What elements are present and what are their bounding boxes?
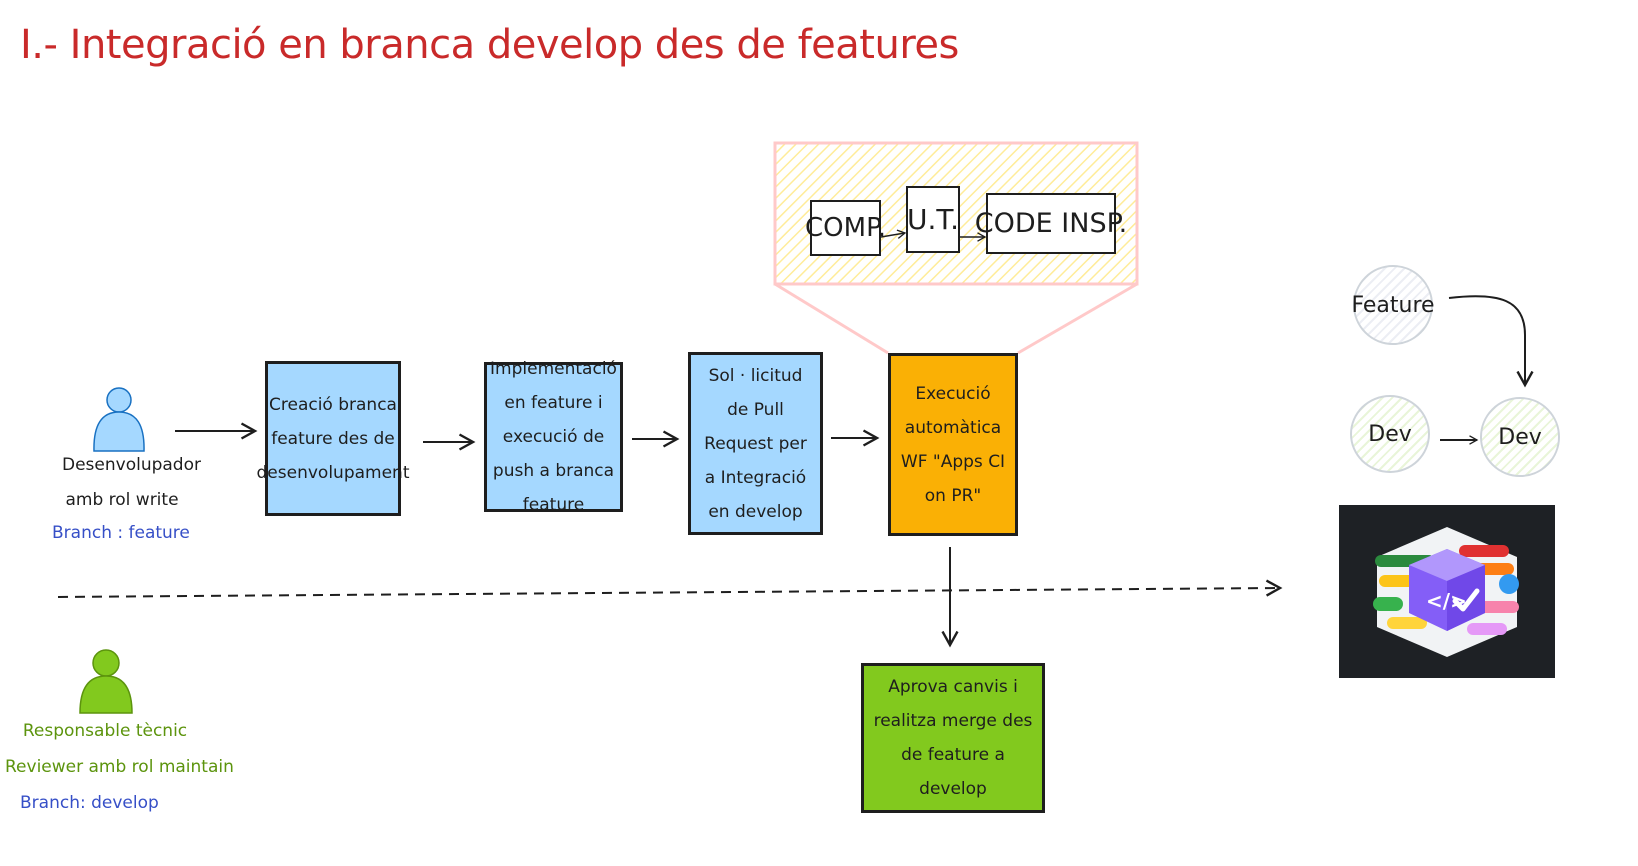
- reviewer-branch: Branch: develop: [20, 793, 159, 813]
- dashed-timeline-arrow: [57, 579, 1283, 598]
- pipeline-step-code-inspection: CODE INSP.: [975, 193, 1127, 254]
- legend-feature-node: Feature: [1351, 265, 1435, 345]
- developer-name-line1: Desenvolupador: [62, 455, 201, 475]
- page-title: I.- Integració en branca develop des de …: [20, 22, 959, 68]
- devops-cube-logo-icon: </>: [1373, 527, 1519, 657]
- step-ci-workflow: Execució automàtica WF "Apps CI on PR": [888, 353, 1018, 536]
- legend-dev-node-target: Dev: [1480, 397, 1560, 477]
- reviewer-person-icon: [79, 649, 133, 714]
- developer-person-icon: [93, 387, 145, 452]
- step-pull-request: Sol · licitud de Pull Request per a Inte…: [688, 352, 823, 535]
- step-approve-and-merge: Aprova canvis i realitza merge des de fe…: [861, 663, 1045, 813]
- pipeline-step-compile: COMP.: [805, 200, 886, 256]
- reviewer-role-line1: Responsable tècnic: [22, 721, 188, 741]
- step-approve-and-merge-text: Aprova canvis i realitza merge des de fe…: [873, 677, 1033, 799]
- devops-cube-logo: </>: [1339, 505, 1555, 678]
- legend-arrow-feature-to-dev: [1448, 295, 1534, 388]
- pipeline-arrow-1: [880, 229, 907, 239]
- legend-dev-node-source: Dev: [1350, 395, 1430, 473]
- reviewer-role-line2: Reviewer amb rol maintain: [5, 757, 234, 777]
- step-pull-request-text: Sol · licitud de Pull Request per a Inte…: [704, 365, 807, 522]
- step-ci-workflow-text: Execució automàtica WF "Apps CI on PR": [900, 383, 1006, 506]
- step-create-feature-branch-text: Creació branca feature des de desenvolup…: [256, 394, 410, 483]
- step-implement-and-push-text: Implementació en feature i execució de p…: [490, 359, 617, 515]
- step-implement-and-push: Implementació en feature i execució de p…: [484, 359, 623, 515]
- developer-name-line2: amb rol write: [65, 490, 179, 510]
- pipeline-step-unit-tests: U.T.: [906, 186, 960, 253]
- step-create-feature-branch: Creació branca feature des de desenvolup…: [257, 361, 409, 516]
- developer-branch: Branch : feature: [52, 523, 190, 543]
